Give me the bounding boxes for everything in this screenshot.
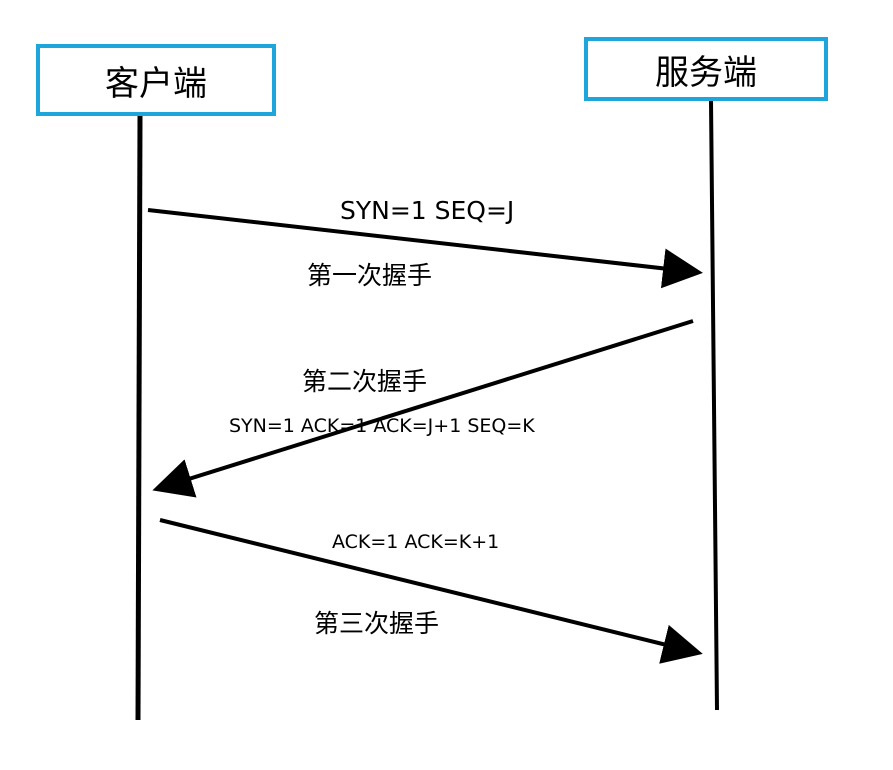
server-lifeline (709, 100, 719, 711)
client-node-label: 客户端 (105, 63, 207, 104)
third-handshake-label: 第三次握手 (314, 609, 440, 638)
third-handshake-fields: ACK=1 ACK=K+1 (332, 531, 500, 553)
first-handshake-fields: SYN=1 SEQ=J (340, 196, 515, 225)
second-handshake-label: 第二次握手 (302, 367, 428, 396)
client-lifeline (135, 115, 143, 721)
first-handshake-label: 第一次握手 (307, 261, 433, 290)
server-node-label: 服务端 (655, 52, 757, 93)
second-handshake-fields: SYN=1 ACK=1 ACK=J+1 SEQ=K (229, 415, 535, 437)
second-handshake-arrow (152, 319, 694, 498)
first-handshake-arrow (147, 208, 703, 289)
server-node: 服务端 (584, 37, 828, 101)
third-handshake-arrow (159, 518, 703, 664)
client-node: 客户端 (36, 44, 276, 116)
